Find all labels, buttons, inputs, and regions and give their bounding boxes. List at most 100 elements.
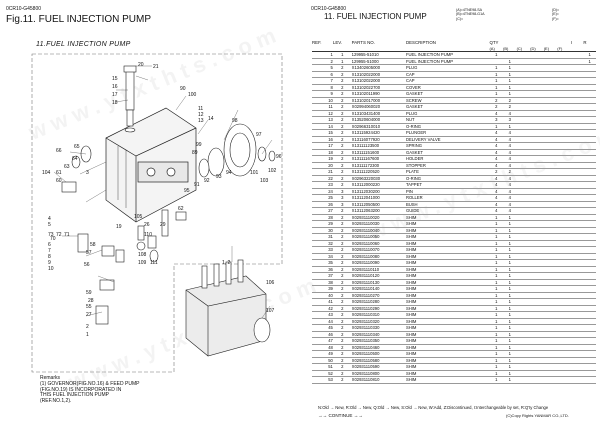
qty-d-cell [530, 123, 544, 130]
qty-d-cell [530, 175, 544, 182]
description-cell: O-RING [405, 123, 490, 130]
ref-cell: 17 [312, 142, 333, 150]
interchange-cell [570, 220, 584, 228]
qty-d-cell [530, 227, 544, 234]
qty-b-cell: 1 [503, 246, 517, 254]
qty-b-cell: 4 [503, 155, 517, 163]
callout: 26 [144, 222, 150, 228]
qty-b-cell: 1 [503, 376, 517, 384]
qty-c-cell [516, 363, 531, 371]
qty-b-cell: 1 [503, 318, 517, 325]
ref-cell: 24 [312, 188, 333, 195]
description-cell: SHIM [405, 279, 490, 286]
remark-cell [583, 311, 596, 319]
qty-d-cell [530, 331, 544, 338]
qty-f-cell [557, 253, 571, 260]
ref-cell: 38 [312, 279, 333, 286]
remark-cell [583, 285, 596, 293]
qty-e-cell [543, 253, 558, 260]
qty-a-cell: 1 [489, 292, 504, 299]
lev-cell: 2 [332, 116, 352, 124]
qty-d-cell [530, 311, 544, 319]
part-number-cell: X02931110110 [351, 266, 406, 273]
part-number-cell: 129955-51010 [351, 51, 406, 59]
part-number-cell: X02931110580 [351, 357, 406, 364]
qty-e-cell [543, 64, 558, 72]
qty-a-cell: 4 [489, 155, 504, 163]
remark-cell [583, 233, 596, 241]
interchange-cell [570, 246, 584, 254]
variant-legend: (A)=4TNE98-SA (B)=4TNE98-G1A (C)= [456, 8, 484, 21]
callout: 12 [198, 112, 204, 118]
callout: 89 [192, 150, 198, 156]
qty-b-cell: 1 [503, 331, 517, 338]
lev-cell: 2 [332, 272, 352, 280]
qty-f-cell [557, 363, 571, 371]
lev-cell: 3 [332, 201, 352, 208]
qty-d-cell [530, 246, 544, 254]
qty-a-cell: 1 [489, 344, 504, 351]
description-cell: SHIM [405, 214, 490, 221]
interchange-cell [570, 51, 584, 59]
qty-f-cell [557, 311, 571, 319]
qty-b-cell: 1 [503, 357, 517, 364]
part-number-cell: X13102017000 [351, 97, 406, 104]
qty-col-a: (A) [489, 45, 504, 52]
lev-cell: 2 [332, 253, 352, 260]
variant-e: (E)= [552, 12, 559, 17]
lev-cell: 2 [332, 71, 352, 78]
callout: 15 [112, 76, 118, 82]
pump-body [105, 107, 197, 223]
qty-d-cell [530, 97, 544, 104]
qty-f-cell [557, 64, 571, 72]
lev-cell: 2 [332, 162, 352, 169]
qty-a-cell: 1 [489, 376, 504, 384]
qty-f-cell [557, 331, 571, 338]
qty-e-cell [543, 305, 558, 312]
lev-cell: 2 [332, 123, 352, 130]
qty-d-cell [530, 279, 544, 286]
lev-cell: 2 [332, 279, 352, 286]
callout: 4 [48, 216, 51, 222]
qty-c-cell [516, 337, 531, 345]
description-cell: GUIDE [405, 207, 490, 215]
qty-e-cell [543, 116, 558, 124]
qty-c-cell [516, 253, 531, 260]
qty-a-cell: 1 [489, 77, 504, 85]
interchange-cell [570, 110, 584, 117]
interchange-cell [570, 344, 584, 351]
remark-cell [583, 84, 596, 91]
interchange-cell [570, 142, 584, 150]
qty-d-cell [530, 337, 544, 345]
qty-b-cell: 1 [503, 71, 517, 78]
ref-cell: 45 [312, 324, 333, 332]
lev-cell: 2 [332, 246, 352, 254]
ref-cell: 35 [312, 259, 333, 267]
ref-cell: 22 [312, 175, 333, 182]
part-number-cell: X02931110140 [351, 285, 406, 293]
lev-cell: 2 [332, 298, 352, 306]
interchange-cell [570, 318, 584, 325]
qty-b-cell: 2 [503, 103, 517, 111]
qty-d-cell [530, 116, 544, 124]
part-number-cell: X02931110270 [351, 292, 406, 299]
qty-d-cell [530, 155, 544, 163]
callout: 104 [42, 170, 51, 176]
qty-d-cell [530, 253, 544, 260]
qty-d-cell [530, 370, 544, 377]
interchange-cell [570, 285, 584, 293]
qty-e-cell [543, 194, 558, 202]
callout: 10 [48, 266, 54, 272]
qty-d-cell [530, 233, 544, 241]
ref-cell: 43 [312, 311, 333, 319]
ref-cell: 48 [312, 344, 333, 351]
remark-cell [583, 103, 596, 111]
ref-cell: 28 [312, 214, 333, 221]
callout: 14 [208, 116, 214, 122]
qty-c-cell [516, 64, 531, 72]
